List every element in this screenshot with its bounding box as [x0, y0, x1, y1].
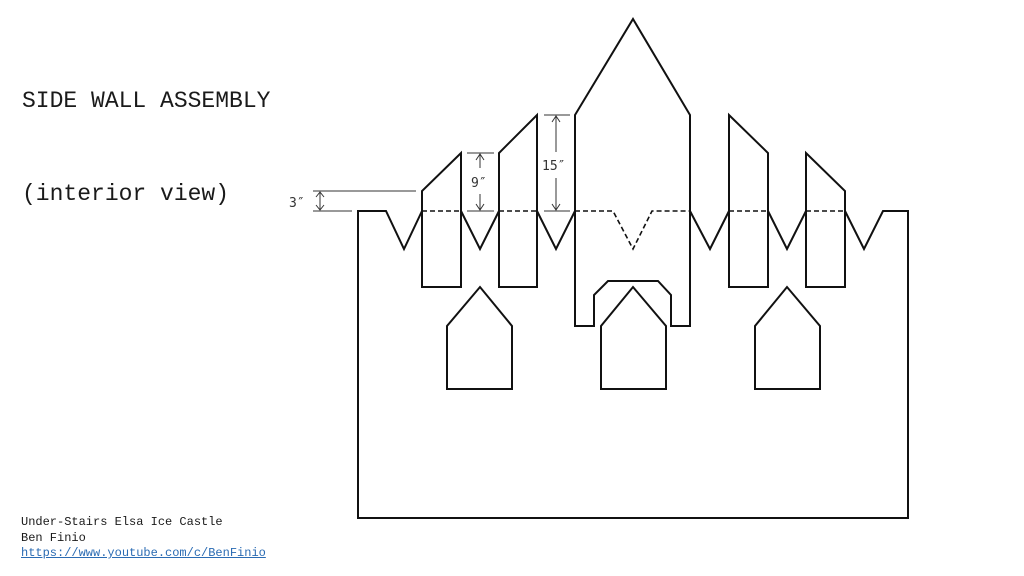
- tower-4-top: [728, 112, 769, 211]
- author-name: Ben Finio: [21, 530, 86, 545]
- tower-5-top: [805, 150, 846, 211]
- center-tower-top: [574, 17, 691, 211]
- fold-line-center: [575, 210, 690, 251]
- dim-label-3in: 3″: [289, 196, 305, 211]
- title-line-2: (interior view): [22, 181, 230, 207]
- wall-outline: [357, 210, 909, 519]
- dim-label-9in: 9″: [471, 176, 487, 191]
- credits: Under-Stairs Elsa Ice Castle Ben Finio h…: [21, 515, 266, 562]
- window-left: [446, 285, 513, 390]
- title-line-1: SIDE WALL ASSEMBLY: [22, 88, 271, 114]
- door-center: [600, 285, 667, 390]
- diagram-title: SIDE WALL ASSEMBLY (interior view): [22, 24, 270, 241]
- tower-2-top: [498, 112, 538, 211]
- dim-label-15in: 15″: [542, 159, 565, 174]
- youtube-link[interactable]: https://www.youtube.com/c/BenFinio: [21, 546, 266, 560]
- tower-1-top: [421, 150, 462, 211]
- window-right: [754, 285, 821, 390]
- project-name: Under-Stairs Elsa Ice Castle: [21, 515, 223, 529]
